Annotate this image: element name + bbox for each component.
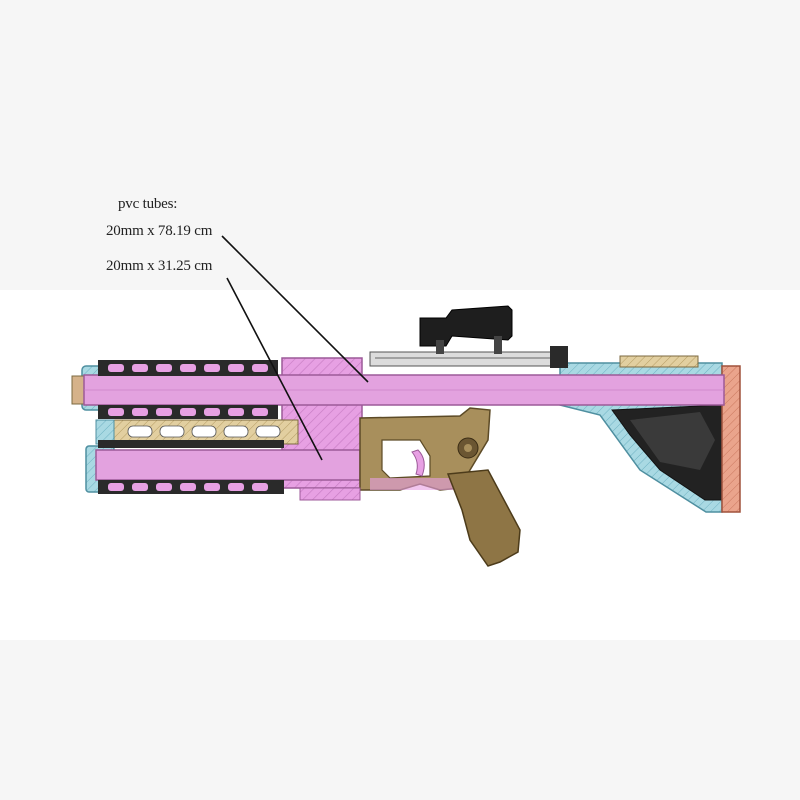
annotation-heading: pvc tubes:	[118, 196, 178, 212]
leader-lines	[221, 235, 369, 461]
annotation-tube-long: 20mm x 78.19 cm	[106, 223, 213, 239]
pvc-tube-short	[95, 449, 361, 481]
pistol-grip	[446, 469, 521, 567]
scope-rail	[369, 351, 567, 367]
background-band-top	[0, 0, 800, 290]
handguard-upper	[98, 360, 278, 419]
trigger	[411, 449, 425, 477]
receiver	[359, 407, 491, 491]
stock-top-rail	[619, 355, 699, 368]
buttpad	[721, 365, 741, 513]
leader-line-long	[221, 235, 369, 383]
leader-line-short	[226, 277, 323, 461]
scope	[369, 305, 568, 368]
background-band-bottom	[0, 640, 800, 800]
annotation-tube-short: 20mm x 31.25 cm	[106, 258, 213, 274]
scope-rear-cap	[550, 346, 568, 368]
tube-lower	[85, 440, 361, 494]
